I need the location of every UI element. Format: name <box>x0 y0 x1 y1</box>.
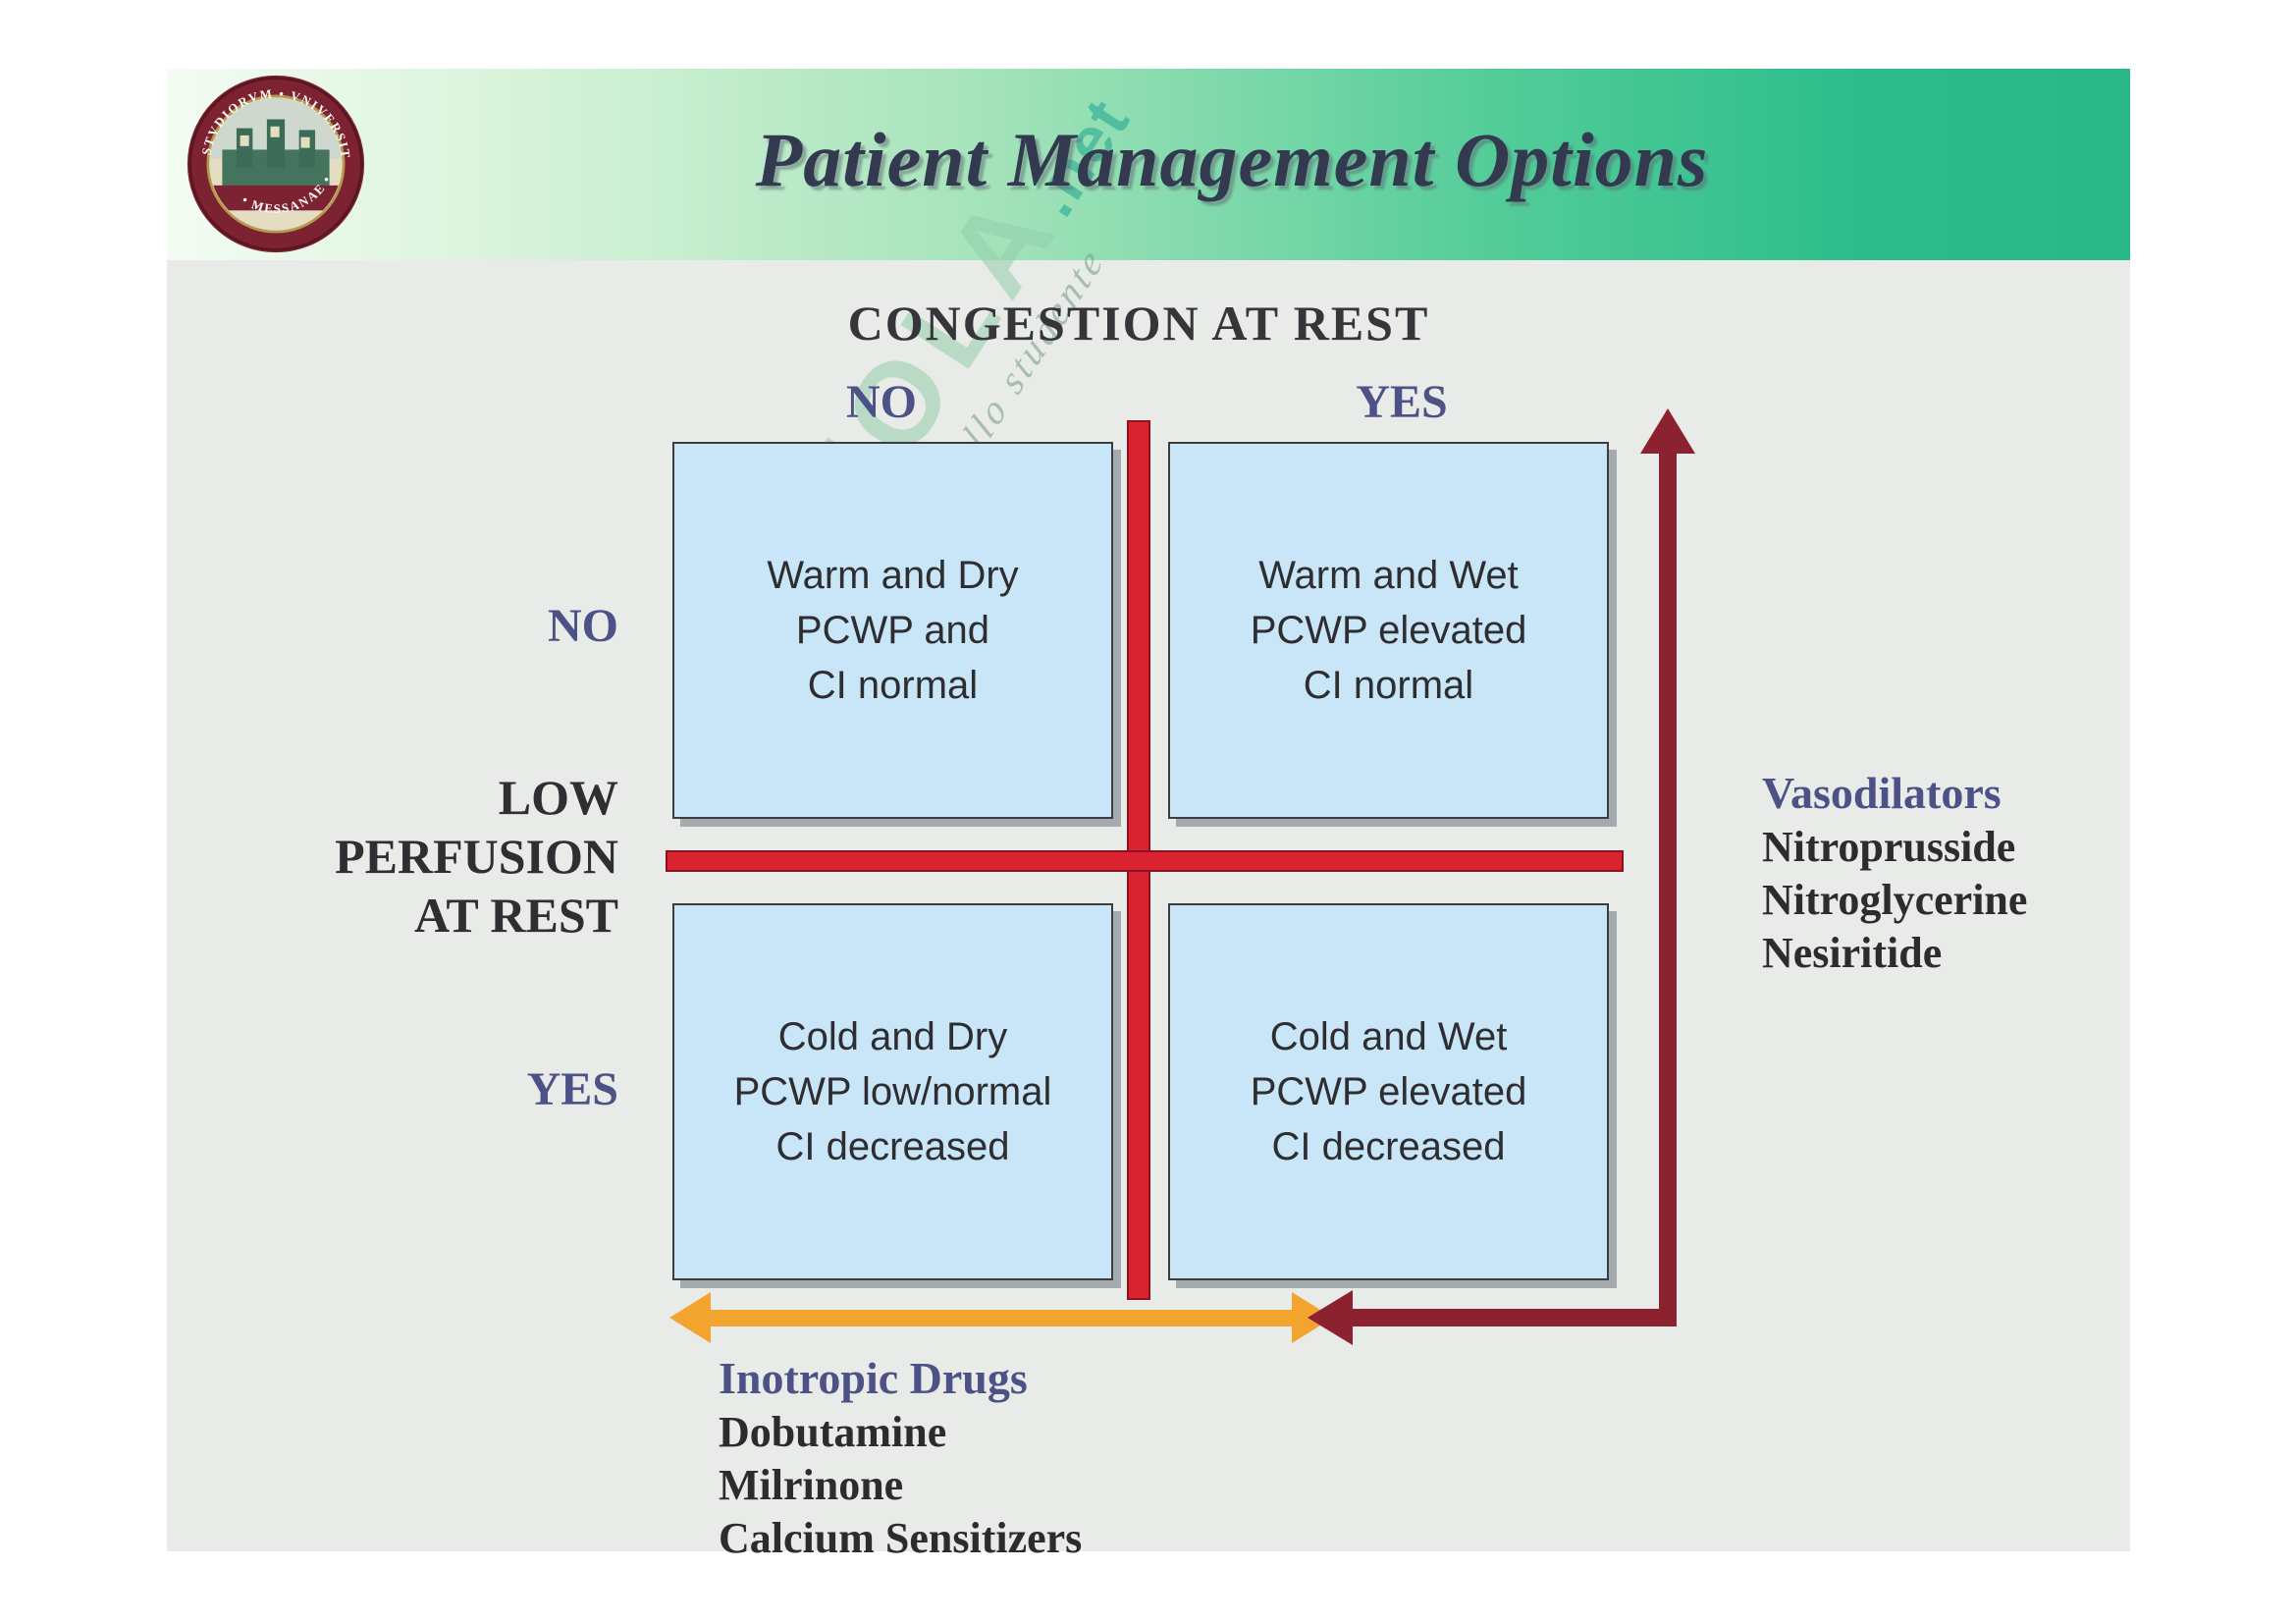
drug-name: Nitroprusside <box>1762 823 2016 871</box>
university-seal-icon: STVDIORVM • VNIVERSITAS • MESSANAE • <box>181 64 365 253</box>
quadrant-line: CI decreased <box>1271 1125 1506 1168</box>
quadrant-cold-and-dry: Cold and Dry PCWP low/normal CI decrease… <box>672 903 1113 1280</box>
quadrant-line: Cold and Wet <box>1269 1015 1508 1058</box>
slide-canvas: STVDIORVM • VNIVERSITAS • MESSANAE • Pat… <box>167 64 2130 1562</box>
perfusion-axis-line: LOW <box>498 770 618 825</box>
drug-name: Calcium Sensitizers <box>719 1514 1083 1562</box>
university-seal-logo: STVDIORVM • VNIVERSITAS • MESSANAE • <box>181 64 365 253</box>
perfusion-yes-label: YES <box>526 1063 618 1115</box>
quadrant-warm-and-wet: Warm and Wet PCWP elevated CI normal <box>1168 442 1609 819</box>
inotropic-arrow-body <box>709 1310 1294 1326</box>
slide-title: Patient Management Options <box>755 117 1709 202</box>
vasodilator-arrow-left-head-icon <box>1308 1290 1353 1345</box>
drug-name: Nesiritide <box>1762 929 1943 977</box>
header-banner <box>167 69 2130 260</box>
perfusion-axis-line: PERFUSION <box>335 829 618 884</box>
drug-name: Nitroglycerine <box>1762 876 2028 924</box>
divider-horizontal-bar <box>666 850 1624 872</box>
quadrant-line: Warm and Dry <box>767 554 1019 597</box>
inotropic-arrow-left-head-icon <box>669 1292 711 1343</box>
drug-name: Dobutamine <box>719 1408 947 1456</box>
quadrant-line: CI normal <box>1303 664 1474 707</box>
quadrant-line: CI normal <box>807 664 979 707</box>
perfusion-no-label: NO <box>548 600 618 652</box>
quadrant-warm-and-dry: Warm and Dry PCWP and CI normal <box>672 442 1113 819</box>
quadrant-line: PCWP and <box>795 609 990 652</box>
quadrant-line: CI decreased <box>775 1125 1010 1168</box>
congestion-no-label: NO <box>846 376 917 428</box>
congestion-axis-title: CONGESTION AT REST <box>847 296 1430 351</box>
inotropic-drugs-title: Inotropic Drugs <box>719 1353 1028 1403</box>
vasodilator-arrow-vertical-body <box>1659 452 1677 1320</box>
congestion-yes-label: YES <box>1356 376 1448 428</box>
quadrant-line: PCWP elevated <box>1250 1070 1527 1113</box>
quadrant-line: Cold and Dry <box>777 1015 1008 1058</box>
vasodilators-title: Vasodilators <box>1762 768 2002 818</box>
quadrant-line: PCWP elevated <box>1250 609 1527 652</box>
vasodilator-arrow-horizontal-body <box>1351 1309 1677 1326</box>
inotropic-drugs-annotation: Inotropic Drugs Dobutamine Milrinone Cal… <box>719 1351 1082 1565</box>
drug-name: Milrinone <box>719 1461 904 1509</box>
perfusion-axis-title: LOW PERFUSION AT REST <box>275 768 618 945</box>
vasodilator-arrow-up-head-icon <box>1640 408 1695 454</box>
vasodilators-annotation: Vasodilators Nitroprusside Nitroglycerin… <box>1762 766 2027 980</box>
quadrant-cold-and-wet: Cold and Wet PCWP elevated CI decreased <box>1168 903 1609 1280</box>
quadrant-line: Warm and Wet <box>1258 554 1519 597</box>
perfusion-axis-line: AT REST <box>414 888 618 943</box>
quadrant-line: PCWP low/normal <box>733 1070 1052 1113</box>
